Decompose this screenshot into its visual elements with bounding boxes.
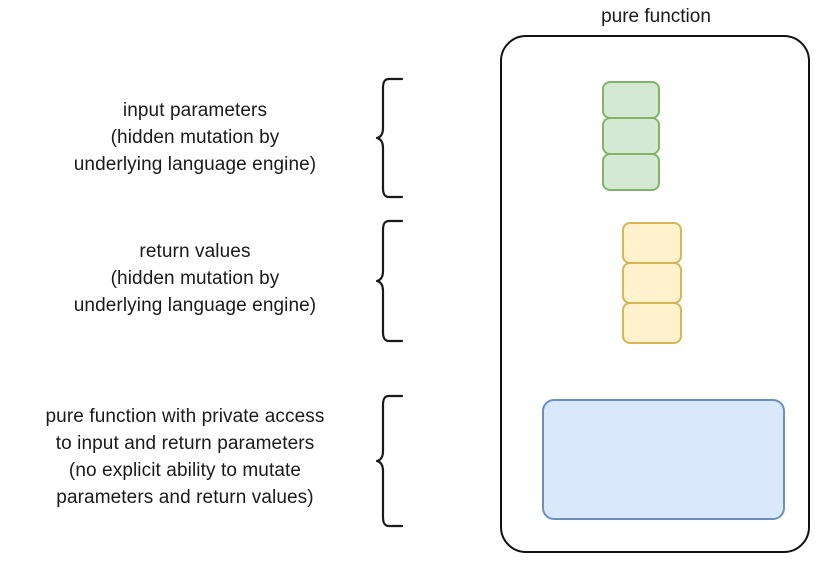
pure-function-title: pure function	[601, 6, 711, 27]
return-value-box[interactable]	[622, 262, 682, 304]
input-parameter-box[interactable]	[602, 153, 660, 191]
function-body-box[interactable]	[542, 399, 785, 520]
input-parameter-box[interactable]	[602, 81, 660, 119]
curly-brace-icon-pure-function-body	[375, 394, 404, 528]
label-input-parameters: input parameters (hidden mutation by und…	[73, 100, 317, 175]
curly-brace-icon-input-parameters	[375, 77, 404, 199]
return-value-box[interactable]	[622, 302, 682, 344]
label-pure-function-body: pure function with private access to inp…	[45, 406, 325, 508]
curly-brace-icon-return-values	[375, 219, 404, 343]
input-parameter-stack	[602, 81, 660, 191]
input-parameter-box[interactable]	[602, 117, 660, 155]
return-value-box[interactable]	[622, 222, 682, 264]
label-return-values: return values (hidden mutation by underl…	[73, 241, 317, 316]
return-value-stack	[622, 222, 682, 344]
